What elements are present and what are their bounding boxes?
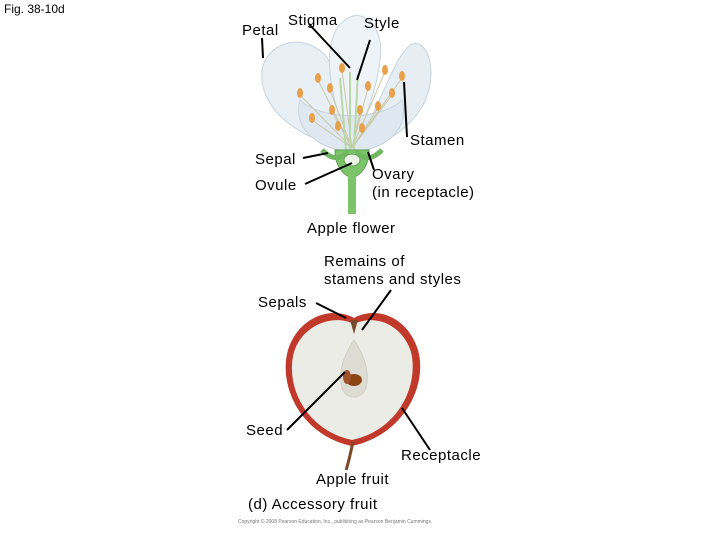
sepals-flower	[320, 148, 384, 161]
seed-shape-2	[343, 370, 351, 384]
fruit-stem	[344, 441, 355, 471]
leader-style	[356, 39, 371, 81]
label-remains: Remains of	[324, 253, 405, 270]
label-receptacle: Receptacle	[401, 447, 482, 464]
flower-stem	[348, 176, 356, 214]
styles	[339, 72, 359, 151]
label-ovule: Ovule	[255, 177, 297, 194]
label-style: Style	[364, 15, 400, 32]
caption-apple-flower: Apple flower	[307, 220, 396, 237]
label-petal: Petal	[242, 22, 279, 39]
leader-ovary	[367, 151, 375, 171]
calyx-remains	[350, 320, 358, 334]
leader-stigma	[308, 23, 351, 69]
label-sepals: Sepals	[258, 294, 307, 311]
label-stigma: Stigma	[288, 12, 338, 29]
leader-seed	[286, 371, 346, 431]
apple-fruit	[285, 313, 421, 471]
label-seed: Seed	[246, 422, 284, 439]
leader-ovule	[304, 162, 353, 185]
label-stamen: Stamen	[410, 132, 465, 149]
copyright-notice: Copyright © 2008 Pearson Education, Inc.…	[238, 519, 433, 525]
figure-id: Fig. 38-10d	[4, 2, 65, 16]
label-ovary: Ovary	[372, 166, 415, 183]
label-remains-sub: stamens and styles	[324, 271, 462, 288]
anthers	[297, 63, 405, 133]
caption-apple-fruit: Apple fruit	[316, 471, 390, 488]
label-sepal: Sepal	[255, 151, 296, 168]
ovary	[343, 153, 361, 167]
label-ovary-sub: (in receptacle)	[372, 184, 475, 201]
panel-caption: (d) Accessory fruit	[248, 496, 378, 513]
leader-remains	[361, 289, 392, 331]
leader-petal	[261, 37, 264, 59]
leader-lines	[261, 23, 431, 451]
leader-stamen	[403, 81, 408, 138]
leader-receptacle	[401, 407, 431, 451]
leader-sepals	[315, 302, 347, 319]
leader-sepal	[302, 152, 329, 159]
